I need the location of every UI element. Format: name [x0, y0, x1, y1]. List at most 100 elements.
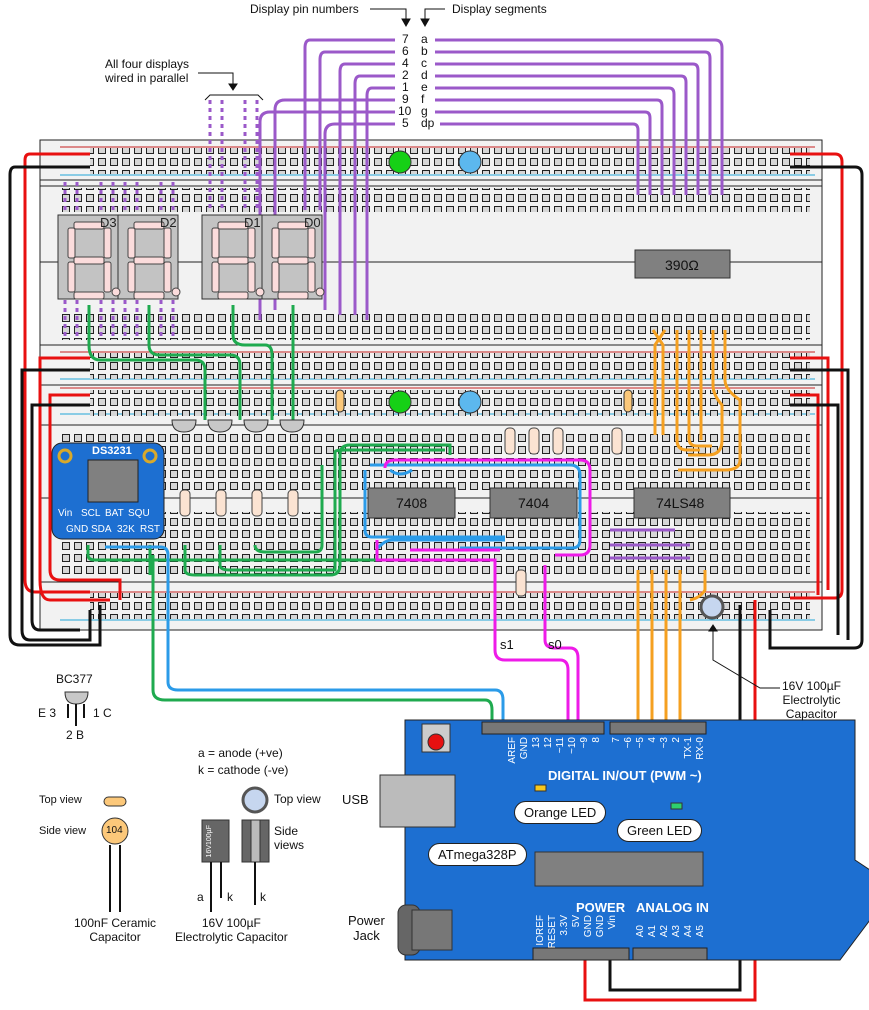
- ds3231-pin-sda: SDA: [91, 524, 112, 535]
- display-segment-name: g: [421, 104, 428, 118]
- digital-pin-label: 13: [531, 737, 542, 749]
- segment: [271, 261, 280, 293]
- power-pin-label: 5V: [571, 915, 582, 928]
- display-pin-number: 9: [402, 92, 409, 106]
- segment: [103, 227, 112, 259]
- segment: [133, 256, 165, 265]
- usb-port: [379, 774, 456, 828]
- digital-pin-label: AREF: [507, 737, 518, 764]
- display-segments-label: Display segments: [452, 2, 547, 16]
- legend-drawings: [64, 691, 270, 912]
- segment: [67, 261, 76, 293]
- chip-74ls48: 74LS48: [656, 495, 705, 511]
- display-segments: [67, 221, 325, 300]
- segment: [163, 261, 172, 293]
- ds3231-pin-scl: SCL: [81, 508, 101, 519]
- power-jack-label: Power Jack: [348, 913, 385, 943]
- decimal-point: [255, 287, 265, 297]
- electrolytic-body-text: 16V100µF: [206, 825, 213, 858]
- segment: [73, 256, 105, 265]
- display-pin-number: 1: [402, 80, 409, 94]
- lead-k-side: k: [260, 890, 266, 904]
- analog-header-label: ANALOG IN: [636, 900, 709, 915]
- electrolytic-capacitor: [699, 594, 725, 620]
- power-rails-middle: [39, 344, 823, 426]
- analog-pin-label: A1: [647, 925, 658, 938]
- power-wires: [8, 152, 864, 1002]
- ds3231-pin-squ: SQU: [128, 508, 150, 519]
- segment: [211, 261, 220, 293]
- segment: [67, 227, 76, 259]
- orange-led-callout: Orange LED: [514, 801, 607, 824]
- lead-k: k: [227, 890, 233, 904]
- digital-pin-label: ~6: [623, 737, 634, 749]
- display-segment-name: a: [421, 32, 428, 46]
- analog-pin-label: A4: [683, 925, 694, 938]
- digital-pin-label: GND: [519, 737, 530, 760]
- chip-7408: 7408: [396, 495, 428, 511]
- electrolytic-side-views-label: Side views: [274, 824, 305, 852]
- digital-pin-label: ~10: [567, 737, 578, 754]
- display-pin-numbers-label: Display pin numbers: [250, 2, 359, 16]
- electrolytic-caption: 16V 100µF Electrolytic Capacitor: [175, 916, 288, 944]
- mcu-callout: ATmega328P: [428, 843, 527, 866]
- digital-pin-label: RX-0: [695, 737, 706, 760]
- display-pin-number: 10: [398, 104, 412, 118]
- analog-pin-label: A5: [695, 925, 706, 938]
- ds3231-pin-rst: RST: [140, 524, 160, 535]
- transistor-emitter: E 3: [38, 706, 57, 720]
- ds3231-title: DS3231: [92, 445, 132, 457]
- segment: [163, 227, 172, 259]
- segment: [127, 227, 136, 259]
- ceramic-side-view-label: Side view: [39, 825, 87, 837]
- chip-390-ohm: 390Ω: [665, 257, 699, 273]
- usb-label: USB: [342, 792, 369, 807]
- display-pin-number: 4: [402, 56, 409, 70]
- display-pin-number: 7: [402, 32, 409, 46]
- display-label-d0: D0: [304, 215, 321, 230]
- ceramic-capacitor: [335, 389, 345, 413]
- blue-led-2: [458, 390, 482, 414]
- digital-pin-label: ~3: [659, 737, 670, 749]
- ceramic-capacitor: [623, 389, 633, 413]
- transistor-name: BC377: [56, 672, 93, 686]
- wire-label-s1: s1: [500, 637, 514, 652]
- segment: [73, 221, 105, 230]
- transistor-base: 2 B: [66, 728, 85, 742]
- segment: [307, 227, 316, 259]
- analog-pin-label: A3: [671, 925, 682, 938]
- segment: [247, 261, 256, 293]
- segment: [247, 227, 256, 259]
- transistors: [171, 419, 305, 433]
- digital-pin-label: 2: [671, 737, 682, 743]
- ds3231-pin-bat: BAT: [105, 508, 124, 519]
- segment: [277, 221, 309, 230]
- digital-pin-label: 12: [543, 737, 554, 749]
- power-pin-label: 3.3V: [559, 915, 570, 936]
- display-pin-number: 5: [402, 116, 409, 130]
- decimal-point: [111, 287, 121, 297]
- power-pin-label: RESET: [547, 915, 558, 949]
- display-segment-name: e: [421, 80, 428, 94]
- digital-header-label: DIGITAL IN/OUT (PWM ~): [548, 768, 702, 783]
- power-pin-label: GND: [583, 915, 594, 938]
- segment: [217, 221, 249, 230]
- display-segment-name: b: [421, 44, 428, 58]
- wire-label-s0: s0: [548, 637, 562, 652]
- power-pin-label: IOREF: [535, 915, 546, 946]
- analog-pin-label: A0: [635, 925, 646, 938]
- cathode-note: k = cathode (-ve): [198, 763, 289, 777]
- blue-led-1: [458, 150, 482, 174]
- parallel-displays-label: All four displays wired in parallel: [105, 57, 190, 85]
- display-label-d2: D2: [160, 215, 177, 230]
- display-segment-name: c: [421, 56, 427, 70]
- chip-7404: 7404: [518, 495, 550, 511]
- power-pin-label: Vin: [607, 915, 618, 930]
- ceramic-code: 104: [106, 825, 123, 836]
- segment: [133, 291, 165, 300]
- analog-pin-label: A2: [659, 925, 670, 938]
- segment: [127, 261, 136, 293]
- display-pin-number: 6: [402, 44, 409, 58]
- display-pin-number: 2: [402, 68, 409, 82]
- ceramic-caption: 100nF Ceramic Capacitor: [74, 916, 157, 944]
